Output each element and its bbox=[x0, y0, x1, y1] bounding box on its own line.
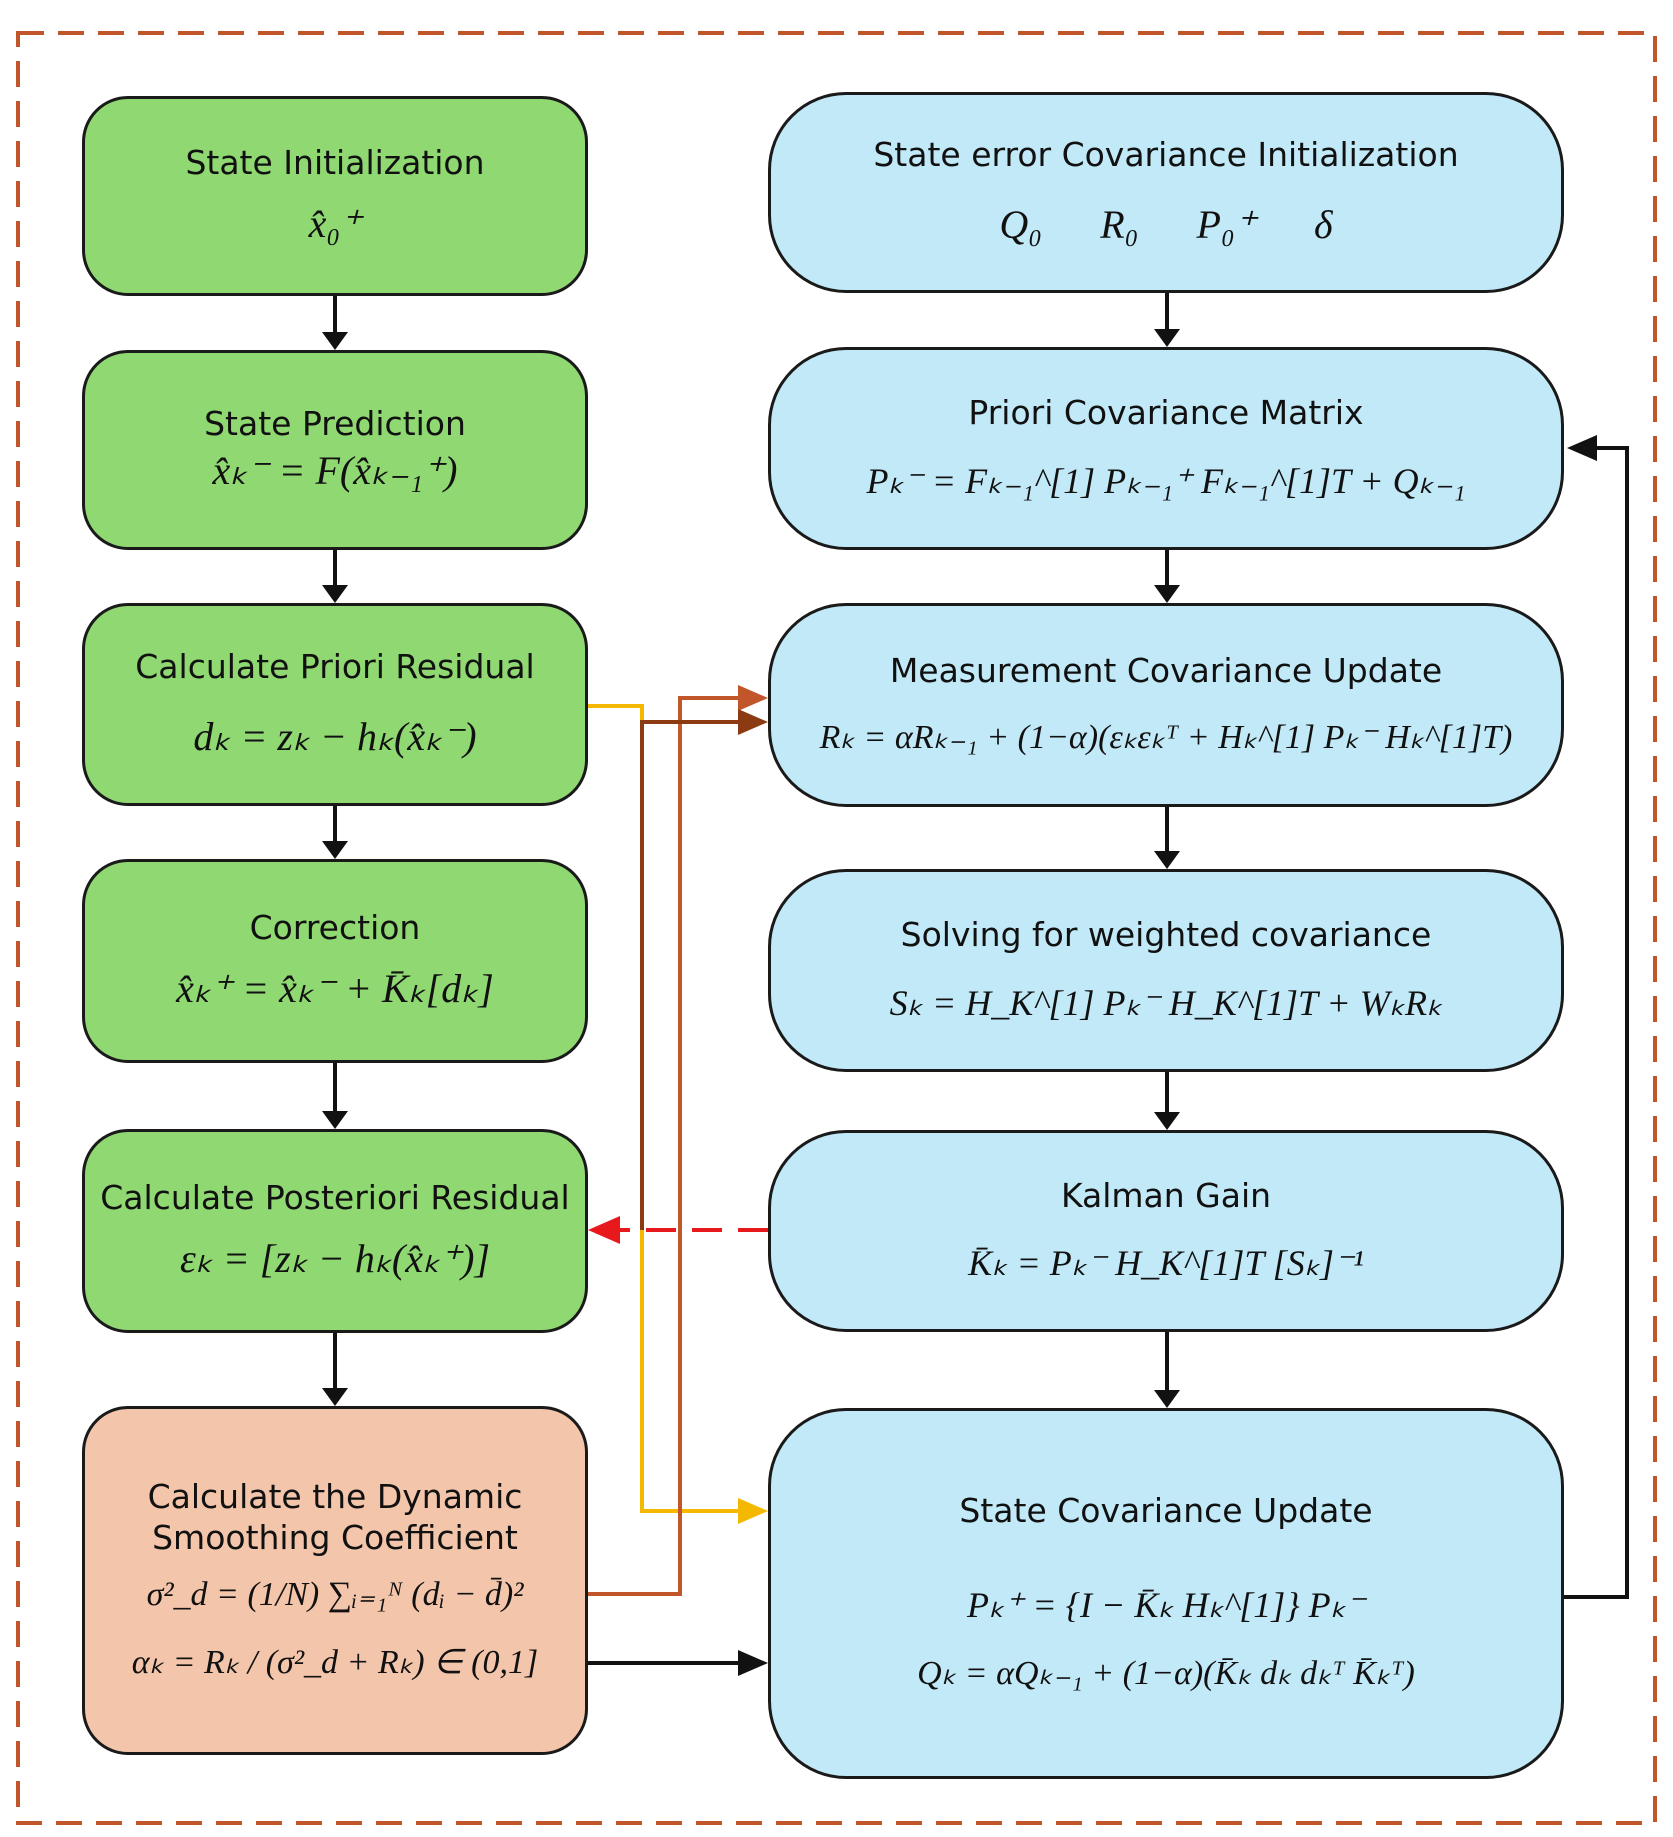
posteriori-residual-box: Calculate Posteriori Residual εₖ = [zₖ −… bbox=[82, 1129, 588, 1333]
state-prediction-eq: x̂ₖ⁻ = F(x̂ₖ₋₁⁺) bbox=[212, 447, 458, 493]
weighted-cov-box: Solving for weighted covariance Sₖ = H_K… bbox=[768, 869, 1564, 1072]
state-cov-title: State Covariance Update bbox=[959, 1491, 1373, 1531]
dashed-frame bbox=[16, 31, 1657, 1825]
smoothing-title-line2: Smoothing Coefficient bbox=[152, 1518, 518, 1558]
param-delta: δ bbox=[1314, 202, 1333, 248]
state-cov-box: State Covariance Update Pₖ⁺ = {I − K̄ₖ H… bbox=[768, 1408, 1564, 1779]
meas-cov-title: Measurement Covariance Update bbox=[889, 651, 1443, 691]
param-q0: Q₀ bbox=[999, 202, 1043, 248]
state-initialization-title: State Initialization bbox=[185, 143, 485, 183]
cov-init-title: State error Covariance Initialization bbox=[873, 134, 1459, 174]
kalman-gain-box: Kalman Gain K̄ₖ = Pₖ⁻ H_K^[1]T [Sₖ]⁻¹ bbox=[768, 1130, 1564, 1332]
smoothing-alpha-eq: αₖ = Rₖ / (σ²_d + Rₖ) ∈ (0,1] bbox=[131, 1643, 539, 1681]
priori-cov-eq: Pₖ⁻ = Fₖ₋₁^[1] Pₖ₋₁⁺ Fₖ₋₁^[1]T + Qₖ₋₁ bbox=[866, 460, 1466, 501]
priori-cov-box: Priori Covariance Matrix Pₖ⁻ = Fₖ₋₁^[1] … bbox=[768, 347, 1564, 550]
param-r0: R₀ bbox=[1100, 202, 1139, 248]
weighted-cov-eq: Sₖ = H_K^[1] Pₖ⁻ H_K^[1]T + WₖRₖ bbox=[889, 982, 1443, 1023]
smoothing-coefficient-box: Calculate the Dynamic Smoothing Coeffici… bbox=[82, 1406, 588, 1755]
priori-residual-box: Calculate Priori Residual dₖ = zₖ − hₖ(x… bbox=[82, 603, 588, 806]
posteriori-residual-eq: εₖ = [zₖ − hₖ(x̂ₖ⁺)] bbox=[179, 1235, 491, 1281]
arrow-posteriori-to-meas bbox=[640, 720, 742, 1230]
priori-residual-eq: dₖ = zₖ − hₖ(x̂ₖ⁻) bbox=[193, 714, 477, 760]
arrow-feedback-loop bbox=[1564, 446, 1629, 1599]
arrow-residual-to-statecov bbox=[588, 704, 742, 1513]
posteriori-residual-title: Calculate Posteriori Residual bbox=[100, 1178, 570, 1218]
cov-init-params: Q₀ R₀ P₀⁺ δ bbox=[999, 199, 1332, 251]
kalman-gain-eq: K̄ₖ = Pₖ⁻ H_K^[1]T [Sₖ]⁻¹ bbox=[968, 1243, 1364, 1284]
kalman-gain-title: Kalman Gain bbox=[1060, 1175, 1272, 1215]
state-prediction-box: State Prediction x̂ₖ⁻ = F(x̂ₖ₋₁⁺) bbox=[82, 350, 588, 550]
correction-box: Correction x̂ₖ⁺ = x̂ₖ⁻ + K̄ₖ[dₖ] bbox=[82, 859, 588, 1063]
arrow-smoothing-to-meas bbox=[588, 696, 742, 1596]
state-initialization-eq: x̂₀⁺ bbox=[308, 200, 362, 246]
param-p0: P₀⁺ bbox=[1196, 202, 1256, 248]
state-prediction-title: State Prediction bbox=[204, 404, 466, 444]
state-cov-p-eq: Pₖ⁺ = {I − K̄ₖ Hₖ^[1]} Pₖ⁻ bbox=[967, 1584, 1365, 1625]
state-cov-q-eq: Qₖ = αQₖ₋₁ + (1−α)(K̄ₖ dₖ dₖᵀ K̄ₖᵀ) bbox=[917, 1655, 1415, 1693]
cov-init-box: State error Covariance Initialization Q₀… bbox=[768, 92, 1564, 293]
priori-cov-title: Priori Covariance Matrix bbox=[968, 393, 1364, 433]
priori-residual-title: Calculate Priori Residual bbox=[135, 646, 535, 686]
weighted-cov-title: Solving for weighted covariance bbox=[900, 915, 1432, 955]
correction-eq: x̂ₖ⁺ = x̂ₖ⁻ + K̄ₖ[dₖ] bbox=[176, 965, 494, 1011]
smoothing-title-line1: Calculate the Dynamic bbox=[147, 1477, 523, 1517]
smoothing-variance-eq: σ²_d = (1/N) ∑ᵢ₌₁ᴺ (dᵢ − d̄)² bbox=[146, 1575, 524, 1613]
state-initialization-box: State Initialization x̂₀⁺ bbox=[82, 96, 588, 296]
meas-cov-box: Measurement Covariance Update Rₖ = αRₖ₋₁… bbox=[768, 603, 1564, 807]
meas-cov-eq: Rₖ = αRₖ₋₁ + (1−α)(εₖεₖᵀ + Hₖ^[1] Pₖ⁻ Hₖ… bbox=[819, 718, 1513, 756]
correction-title: Correction bbox=[249, 908, 421, 948]
